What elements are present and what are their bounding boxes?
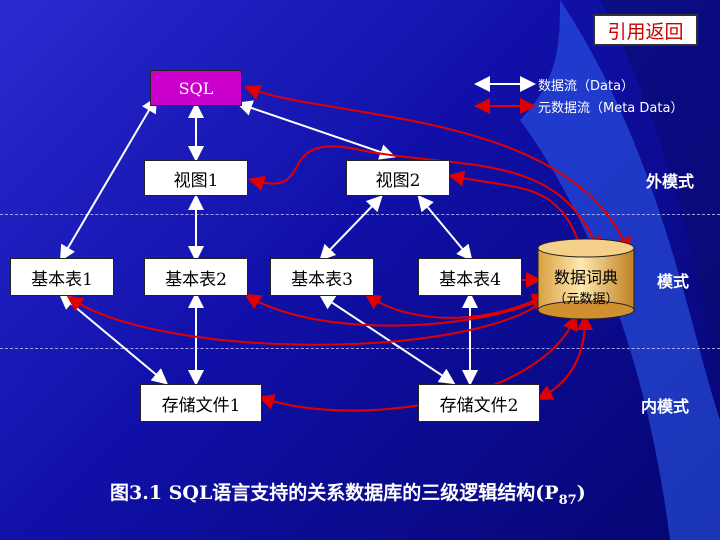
meta-arrow-file2-dict bbox=[536, 314, 593, 400]
file1-box: 存储文件1 bbox=[140, 384, 262, 422]
view1-box: 视图1 bbox=[144, 160, 248, 196]
caption-tail: ) bbox=[576, 482, 586, 504]
dictionary-title: 数据词典 bbox=[553, 268, 618, 287]
schema-label: 模式 bbox=[657, 272, 690, 291]
view2-box: 视图2 bbox=[346, 160, 450, 196]
dictionary-subtitle: （元数据） bbox=[553, 292, 619, 307]
file2-box: 存储文件2 bbox=[418, 384, 540, 422]
table2-box: 基本表2 bbox=[144, 258, 248, 296]
external-schema-label: 外模式 bbox=[646, 172, 695, 191]
figure-caption: 图3.1 SQL语言支持的关系数据库的三级逻辑结构(P87) bbox=[110, 478, 586, 508]
table4-box: 基本表4 bbox=[418, 258, 522, 296]
internal-schema-label: 内模式 bbox=[641, 397, 690, 416]
data-arrow-sql-table1 bbox=[59, 96, 158, 262]
meta-arrow-view2-dict bbox=[448, 170, 587, 256]
legend-meta-label: 元数据流（Meta Data） bbox=[538, 101, 684, 116]
caption-sub: 87 bbox=[558, 492, 577, 508]
table1-box: 基本表1 bbox=[10, 258, 114, 296]
sql-box: SQL bbox=[150, 70, 242, 106]
table3-box: 基本表3 bbox=[270, 258, 374, 296]
legend-data-label: 数据流（Data） bbox=[538, 79, 635, 94]
back-button[interactable]: 引用返回 bbox=[593, 14, 698, 46]
caption-main: 图3.1 SQL语言支持的关系数据库的三级逻辑结构(P bbox=[110, 482, 559, 504]
